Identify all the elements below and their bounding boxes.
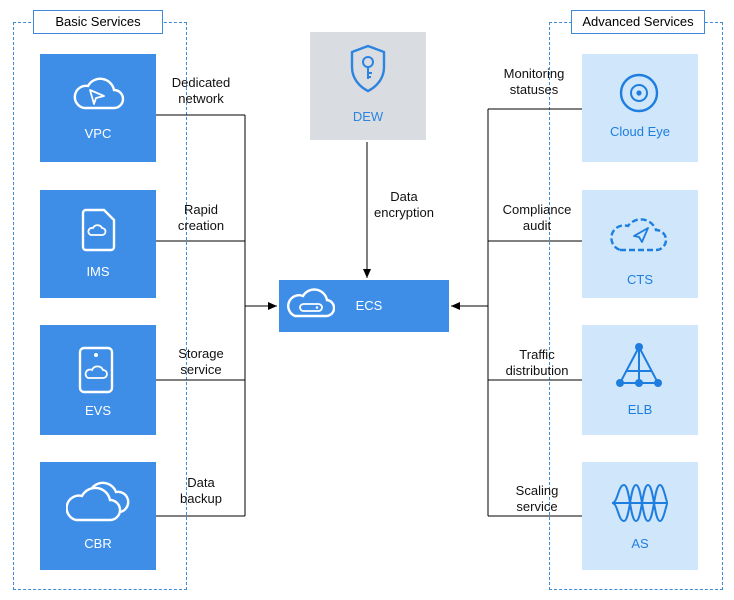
eye-icon <box>619 73 659 113</box>
shield-key-icon <box>350 44 386 93</box>
as-label: AS <box>631 536 649 551</box>
basic-services-title: Basic Services <box>33 10 163 34</box>
cloud-backup-icon <box>66 481 130 522</box>
load-balancer-icon <box>616 343 662 387</box>
cts-label: CTS <box>627 272 653 287</box>
scaling-wave-icon <box>611 483 669 523</box>
ecs-label: ECS <box>355 298 383 313</box>
advanced-services-title: Advanced Services <box>571 10 705 34</box>
evs-label: EVS <box>84 403 111 418</box>
elb-label: ELB <box>627 402 653 417</box>
cloud-trace-icon <box>610 218 668 252</box>
cbr-service[interactable]: CBR <box>40 462 156 570</box>
image-file-icon <box>81 208 116 252</box>
vpc-service[interactable]: VPC <box>40 54 156 162</box>
evs-service[interactable]: EVS <box>40 325 156 435</box>
cbr-label: CBR <box>84 536 112 551</box>
elb-service[interactable]: ELB <box>582 325 698 435</box>
ecs-service[interactable]: ECS <box>279 280 449 332</box>
server-cloud-icon <box>287 288 335 318</box>
vpc-label: VPC <box>84 126 112 141</box>
cloud-eye-label: Cloud Eye <box>610 124 670 139</box>
cts-service[interactable]: CTS <box>582 190 698 298</box>
dew-service[interactable]: DEW <box>310 32 426 140</box>
ims-label: IMS <box>86 264 110 279</box>
as-service[interactable]: AS <box>582 462 698 570</box>
storage-disk-icon <box>78 346 114 394</box>
ims-service[interactable]: IMS <box>40 190 156 298</box>
cloud-eye-service[interactable]: Cloud Eye <box>582 54 698 162</box>
cloud-navigation-icon <box>73 77 125 110</box>
dew-label: DEW <box>352 109 384 124</box>
